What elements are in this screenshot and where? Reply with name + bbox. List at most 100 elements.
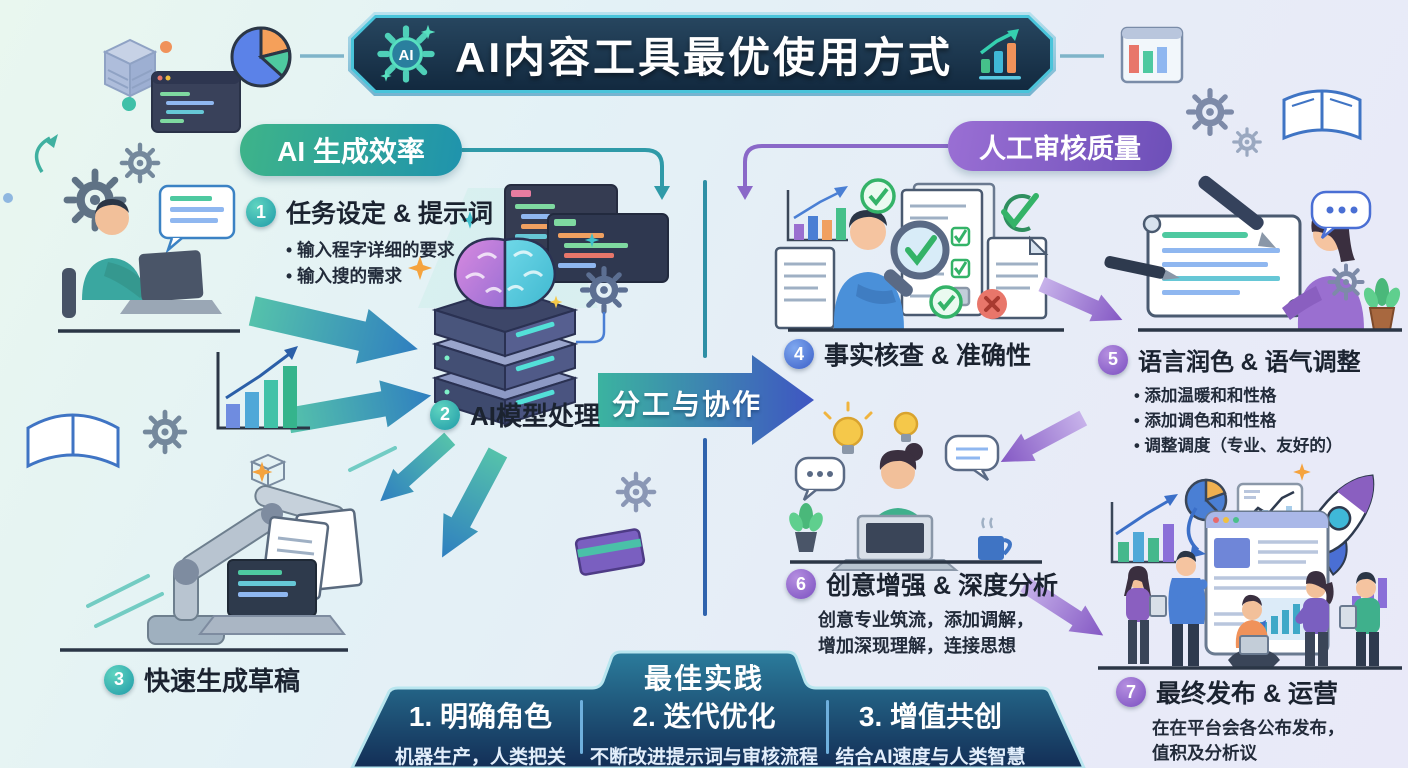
best-practice-heading: 3. 增值共创 [858, 701, 1003, 732]
step-2-ai-model: 2 AI模型处理 [430, 396, 600, 433]
step-title: 创意增强 & 深度分析 [826, 572, 1058, 600]
bar-chart-icon [216, 346, 310, 430]
curved-arrow-head [46, 134, 58, 148]
step-desc-line: 值积及分析议 [1152, 742, 1257, 763]
step-number-badge: 5 [1098, 344, 1128, 375]
step-title: 最终发布 & 运营 [1156, 680, 1338, 708]
branch-label-ai-efficiency: AI 生成效率 [240, 124, 462, 176]
worker-at-laptop [62, 198, 222, 318]
speed-lines [86, 446, 397, 628]
spreadsheet-icon [1120, 26, 1184, 84]
step-number-badge: 6 [786, 569, 816, 599]
branch-label-human-review: 人工审核质量 [948, 121, 1172, 171]
error-circle-icon [977, 289, 1007, 319]
best-practices-divider [826, 700, 829, 754]
step-title: 事实核查 & 准确性 [824, 342, 1031, 370]
curved-arrow [34, 136, 51, 173]
ai-gear-badge-icon: AI [377, 25, 435, 83]
title-banner-border: AI AI内容工具最优使用方式 [351, 15, 1053, 93]
step-number-badge: 3 [104, 664, 134, 695]
divider-bottom [703, 438, 707, 616]
dot-accent [160, 41, 172, 53]
lightbulb-icon [893, 411, 919, 442]
flow-arrow [993, 404, 1091, 476]
step-bullet: 输入搜的需求 [286, 263, 493, 289]
gear-icon [1189, 91, 1232, 134]
document-icon [774, 246, 836, 330]
divider-top [703, 180, 707, 358]
chat-bubble-icon [158, 184, 236, 254]
best-practice-item-2: 2. 迭代优化 不断改进提示词与审核流程 [590, 695, 818, 768]
check-circle-icon [929, 285, 963, 319]
reviewer-person [833, 210, 904, 330]
flow-arrow [369, 427, 461, 513]
gear-icon [583, 269, 626, 312]
chat-bubble-icon [944, 434, 1000, 482]
step-6-creative-analysis: 6 创意增强 & 深度分析 创意专业筑流，添加调解， 增加深现理解，连接思想 [786, 566, 1058, 659]
gear-connector [576, 312, 606, 344]
dot-accent [122, 97, 136, 111]
ai-badge-label: AI [398, 47, 413, 64]
growth-chart-icon [973, 27, 1027, 81]
step-number-badge: 1 [246, 197, 276, 227]
step-desc-line: 创意专业筑流，添加调解， [818, 610, 1034, 630]
best-practice-item-1: 1. 明确角色 机器生产，人类把关 [373, 695, 588, 768]
step-title: 语言润色 & 语气调整 [1138, 349, 1361, 376]
step-3-fast-draft: 3 快速生成草稿 [104, 661, 300, 698]
pie-chart-icon [230, 26, 292, 88]
step-bullet: 添加温暖和和性格 [1134, 384, 1361, 409]
best-practice-desc: 不断改进提示词与审核流程 [590, 747, 819, 768]
code-window-icon [547, 213, 669, 283]
check-circle-icon [860, 178, 896, 214]
step-bullet: 调整调度（专业、友好的） [1134, 434, 1361, 459]
best-practices-divider [580, 700, 583, 754]
step-number-badge: 7 [1116, 677, 1146, 707]
gear-icon [122, 145, 158, 181]
title-banner: AI AI内容工具最优使用方式 [348, 12, 1056, 96]
step-title: AI模型处理 [470, 401, 601, 431]
center-collaboration-arrow [598, 355, 814, 445]
closed-book-icon [574, 528, 646, 576]
team-people [1124, 550, 1380, 668]
step-title: 快速生成草稿 [144, 666, 301, 696]
step-number-badge: 2 [430, 399, 460, 430]
pen-icon [1104, 255, 1180, 280]
check-mark-icon [1001, 193, 1039, 232]
title-banner-inner: AI AI内容工具最优使用方式 [354, 18, 1050, 90]
gear-icon [1234, 129, 1260, 155]
magnifier-icon [883, 220, 950, 297]
pen-icon [1198, 175, 1276, 248]
cube-icon [102, 38, 158, 98]
step-title: 任务设定 & 提示词 [286, 200, 493, 228]
step-number-badge: 4 [784, 339, 814, 369]
sparkle-icon [1293, 463, 1311, 481]
coffee-mug-icon [978, 517, 1012, 560]
flow-arrow [424, 443, 516, 567]
chat-bubble-icon [794, 456, 846, 501]
bar-chart-icon [1110, 494, 1178, 564]
plant-icon [789, 503, 823, 552]
open-book-icon [26, 413, 120, 469]
page-title: AI内容工具最优使用方式 [454, 33, 953, 81]
mini-bar-chart-icon [786, 186, 848, 242]
best-practice-item-3: 3. 增值共创 结合AI速度与人类智慧 [833, 695, 1028, 768]
collaboration-arrow-label: 分工与协作 [612, 389, 763, 420]
step-7-publish-operate: 7 最终发布 & 运营 在在平台会各公布发布， 值积及分析议 [1116, 674, 1345, 766]
step-bullet: 添加调色和和性格 [1134, 409, 1361, 434]
gear-icon [1330, 266, 1363, 299]
scroll-document [1142, 214, 1306, 318]
laptop-icon [197, 559, 347, 635]
flow-arrow [1035, 270, 1129, 334]
curved-arrow [1186, 507, 1200, 552]
code-window-icon [151, 71, 241, 133]
lightbulb-icon [823, 401, 873, 454]
best-practice-heading: 1. 明确角色 [408, 701, 553, 732]
left-branch-connector [462, 148, 670, 200]
flow-arrow [284, 372, 436, 444]
step-desc-line: 增加深现理解，连接思想 [818, 635, 1016, 656]
open-book-icon [1282, 89, 1362, 141]
step-bullet: 输入程字详细的要求 [286, 237, 493, 263]
best-practices-panel [350, 650, 1086, 768]
